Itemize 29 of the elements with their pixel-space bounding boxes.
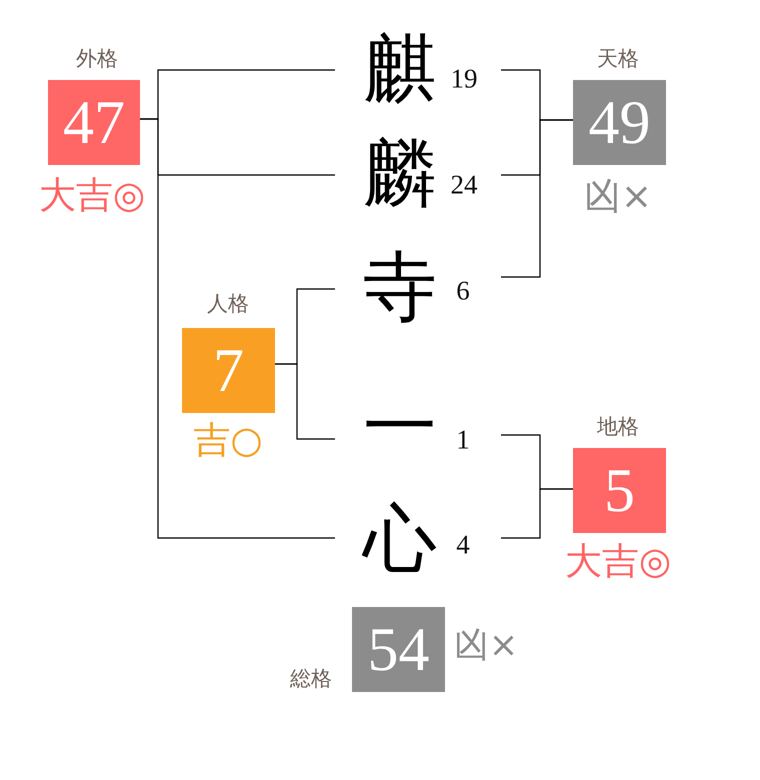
fortune-verdict: 凶×: [584, 178, 652, 214]
stroke-count: 4: [456, 532, 470, 558]
fortune-verdict: 凶×: [454, 628, 518, 664]
name-character: 寺: [363, 251, 437, 325]
score-box: 7: [182, 328, 275, 413]
stroke-count: 1: [456, 426, 470, 454]
bracket-line: [501, 119, 573, 278]
category-label: 地格: [596, 416, 639, 438]
category-label: 外格: [76, 48, 118, 70]
category-label: 総格: [290, 668, 332, 690]
stroke-count: 24: [450, 172, 478, 198]
bracket-line: [501, 488, 573, 539]
score-box: 54: [352, 607, 445, 692]
fortune-verdict: 吉○: [193, 422, 263, 458]
name-character: 一: [363, 391, 437, 465]
stroke-count: 19: [450, 66, 478, 92]
name-character: 麟: [363, 138, 437, 212]
name-character: 心: [363, 503, 437, 577]
fortune-verdict: 大吉◎: [38, 176, 146, 214]
fortune-verdict: 大吉◎: [564, 542, 672, 580]
bracket-line: [140, 118, 335, 539]
score-box: 49: [573, 80, 666, 165]
category-label: 天格: [597, 48, 639, 70]
score-box: 5: [572, 448, 666, 533]
name-character: 麒: [363, 33, 437, 107]
bracket-line: [275, 363, 335, 440]
stroke-count: 6: [456, 278, 470, 304]
score-box: 47: [48, 80, 140, 165]
category-label: 人格: [207, 294, 249, 314]
